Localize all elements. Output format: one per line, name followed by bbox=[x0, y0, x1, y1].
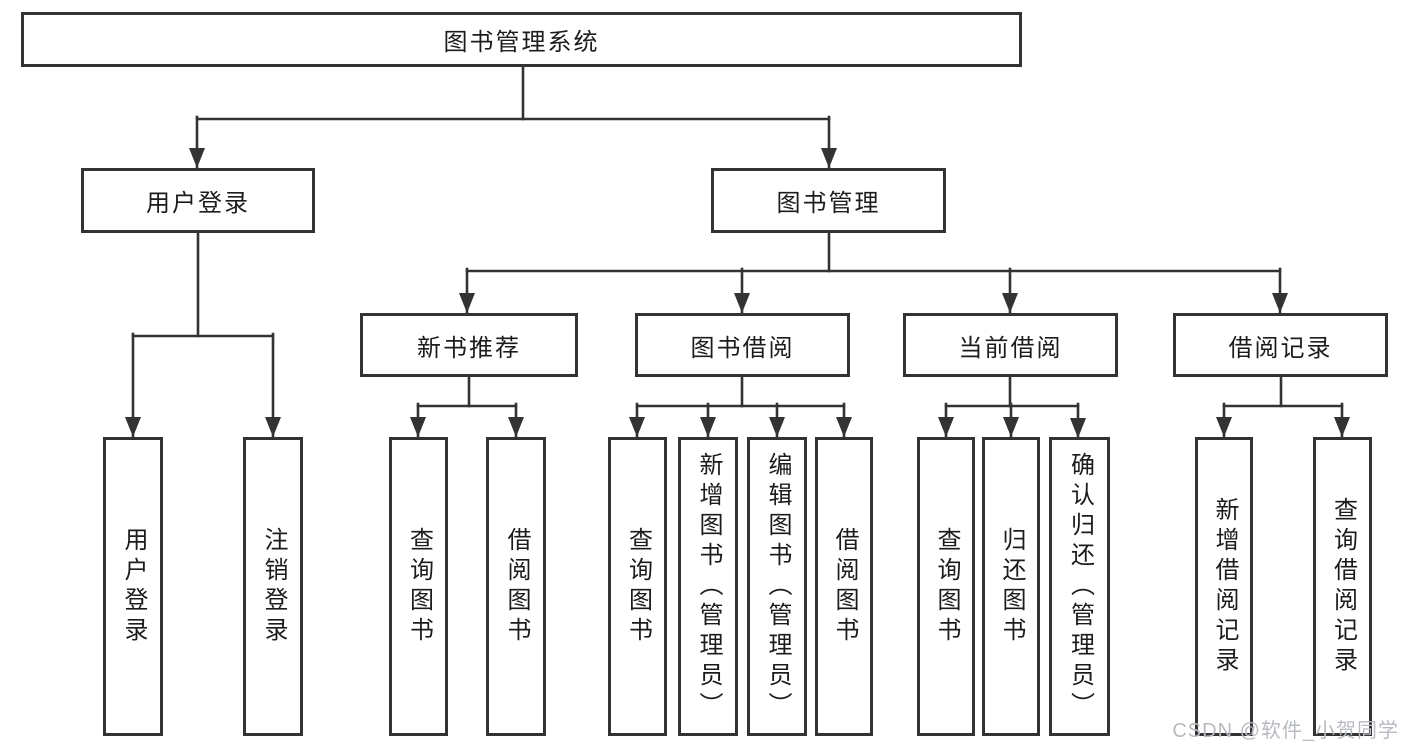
leaf-add-books-admin: 新增图书（管理员） bbox=[678, 437, 738, 736]
connector-current-borrowing-to-leaves bbox=[938, 375, 1086, 440]
leaf-label: 查询图书 bbox=[405, 526, 433, 647]
node-book-management: 图书管理 bbox=[711, 168, 946, 233]
leaf-label: 借阅图书 bbox=[503, 526, 530, 647]
leaf-borrow-books: 借阅图书 bbox=[815, 437, 873, 736]
connector-root-to-level2 bbox=[189, 65, 837, 170]
connector-book-management-to-level3 bbox=[459, 231, 1288, 315]
connector-new-book-to-leaves bbox=[410, 375, 524, 439]
leaf-logout: 注销登录 bbox=[243, 437, 303, 736]
node-borrowing-records: 借阅记录 bbox=[1173, 313, 1388, 377]
connector-borrowing-records-to-leaves bbox=[1216, 375, 1350, 439]
leaf-label: 新增借阅记录 bbox=[1211, 496, 1238, 677]
leaf-query-books-recommend: 查询图书 bbox=[389, 437, 448, 736]
node-new-book-recommendation: 新书推荐 bbox=[360, 313, 578, 377]
leaf-user-login: 用户登录 bbox=[103, 437, 163, 736]
leaf-label: 编辑图书（管理员） bbox=[764, 451, 791, 722]
leaf-label: 归还图书 bbox=[998, 526, 1025, 647]
leaf-label: 注销登录 bbox=[260, 526, 287, 647]
leaf-confirm-return-admin: 确认归还（管理员） bbox=[1049, 437, 1110, 736]
leaf-borrow-books-recommend: 借阅图书 bbox=[486, 437, 546, 736]
connector-user-login-to-leaves bbox=[125, 231, 281, 439]
leaf-query-borrow-record: 查询借阅记录 bbox=[1313, 437, 1372, 736]
csdn-watermark: CSDN @软件_小贺同学 bbox=[1172, 720, 1399, 742]
node-book-borrowing: 图书借阅 bbox=[635, 313, 850, 377]
node-book-management-system: 图书管理系统 bbox=[21, 12, 1022, 67]
leaf-label: 新增图书（管理员） bbox=[695, 451, 722, 722]
node-user-login: 用户登录 bbox=[81, 168, 315, 233]
node-current-borrowing: 当前借阅 bbox=[903, 313, 1118, 377]
leaf-label: 查询图书 bbox=[624, 526, 652, 647]
leaf-return-books: 归还图书 bbox=[982, 437, 1040, 736]
leaf-query-books-current: 查询图书 bbox=[917, 437, 975, 736]
leaf-label: 用户登录 bbox=[120, 526, 147, 647]
leaf-edit-books-admin: 编辑图书（管理员） bbox=[747, 437, 807, 736]
leaf-label: 借阅图书 bbox=[831, 526, 858, 647]
connector-book-borrowing-to-leaves bbox=[629, 375, 852, 439]
leaf-label: 查询借阅记录 bbox=[1329, 496, 1357, 677]
leaf-query-books-borrowing: 查询图书 bbox=[608, 437, 667, 736]
leaf-label: 确认归还（管理员） bbox=[1066, 451, 1094, 722]
leaf-add-borrow-record: 新增借阅记录 bbox=[1195, 437, 1253, 736]
leaf-label: 查询图书 bbox=[933, 526, 960, 647]
